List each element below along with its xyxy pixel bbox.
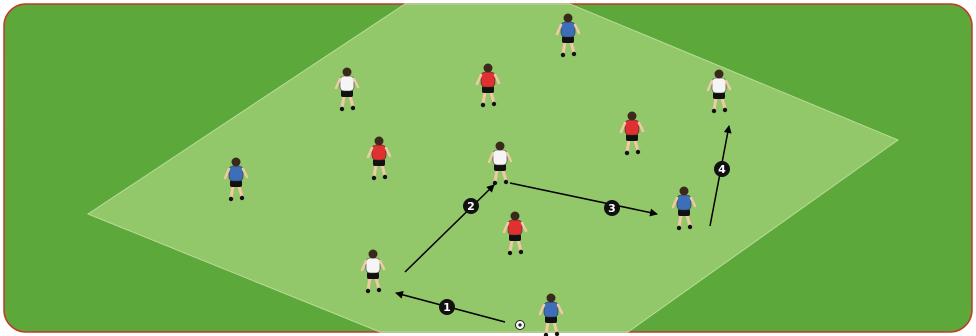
- player-red: [619, 111, 645, 156]
- player-blue: [223, 157, 249, 202]
- step-label-1: 1: [443, 301, 451, 314]
- player-red: [502, 211, 528, 256]
- drill-area: [86, 3, 900, 333]
- step-marker-4: 4: [714, 161, 730, 177]
- soccer-ball-icon: [515, 320, 525, 330]
- players-layer: [223, 13, 732, 336]
- pass-arrow-2: [404, 184, 495, 273]
- player-white: [334, 67, 360, 112]
- step-marker-2: 2: [463, 198, 479, 214]
- step-label-2: 2: [467, 200, 475, 213]
- step-label-3: 3: [608, 202, 616, 215]
- step-label-4: 4: [718, 163, 726, 176]
- player-blue: [538, 293, 564, 336]
- step-marker-1: 1: [439, 299, 455, 315]
- player-white: [487, 141, 513, 186]
- player-blue: [555, 13, 581, 58]
- player-white: [706, 69, 732, 114]
- step-marker-3: 3: [604, 200, 620, 216]
- player-white: [360, 249, 386, 294]
- player-red: [366, 136, 392, 181]
- player-blue: [671, 186, 697, 231]
- player-red: [475, 63, 501, 108]
- pass-arrow-3: [509, 182, 658, 217]
